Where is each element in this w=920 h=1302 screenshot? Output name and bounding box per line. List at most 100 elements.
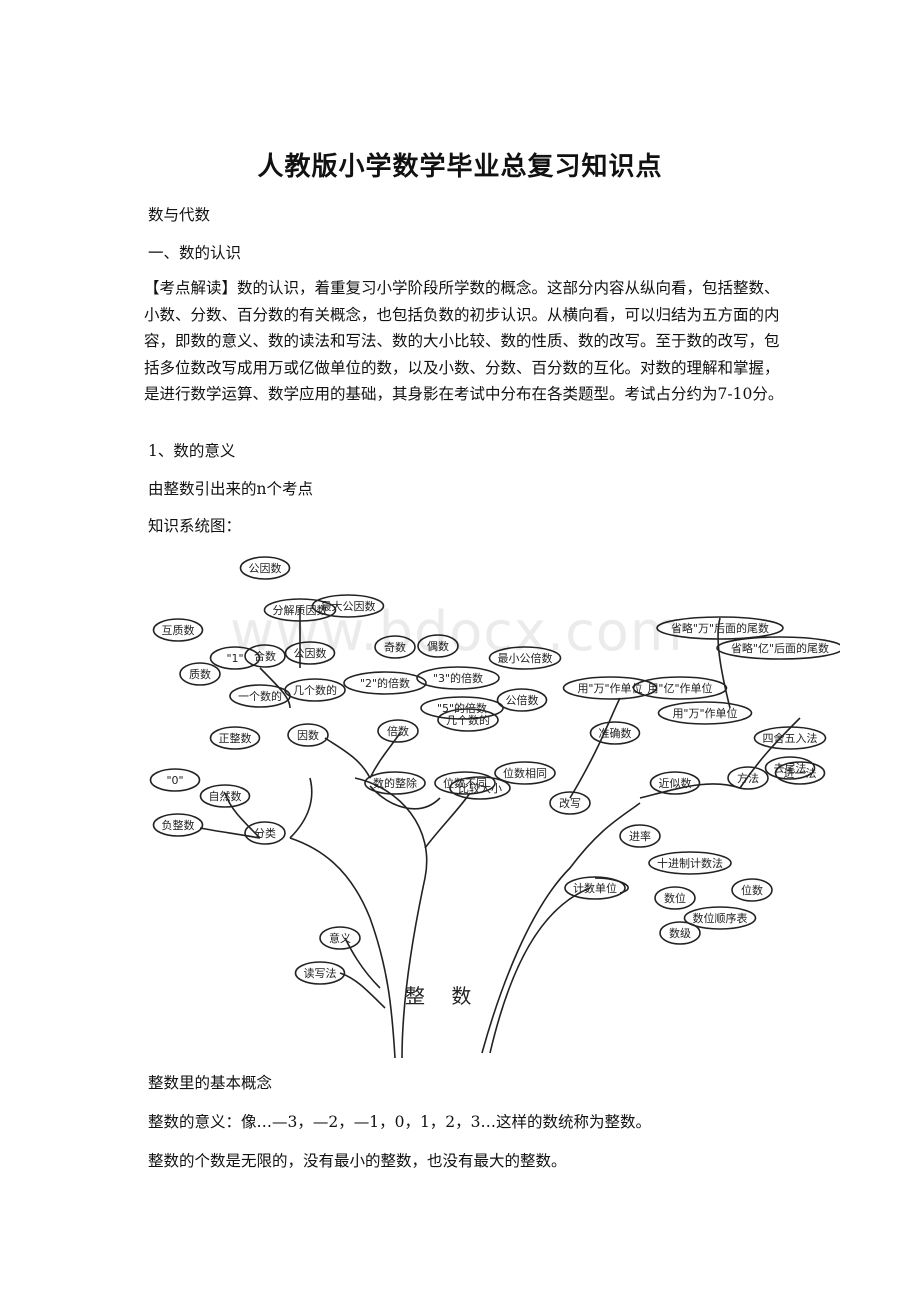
diagram-node-label: 自然数 bbox=[209, 789, 242, 803]
diagram-node-bubble bbox=[654, 886, 696, 910]
diagram-node-bubble bbox=[434, 771, 496, 795]
diagram-node: 进率 bbox=[619, 824, 661, 848]
diagram-node-label: 省略"亿"后面的尾数 bbox=[731, 641, 829, 655]
diagram-node-bubble bbox=[377, 719, 419, 743]
branch-rewrite bbox=[569, 697, 621, 799]
branch-rw bbox=[339, 972, 386, 1009]
diagram-nodes: 公因数分解质因数最大公因数互质数质数"1"合数一个数的公因数几个数的奇数偶数"2… bbox=[149, 556, 840, 985]
diagram-node: 用"万"作单位 bbox=[562, 676, 658, 700]
diagram-node-bubble bbox=[244, 644, 286, 668]
diagram-node-bubble bbox=[420, 696, 504, 720]
trunk-right-low bbox=[489, 887, 591, 1054]
diagram-node-label: 最大公因数 bbox=[321, 599, 376, 613]
branch-approx-up bbox=[739, 717, 801, 789]
diagram-node-label: 几个数的 bbox=[446, 713, 490, 727]
diagram-node: 方法 bbox=[727, 766, 769, 790]
diagram-node-label: 最小公倍数 bbox=[498, 651, 553, 665]
diagram-node-bubble bbox=[437, 708, 499, 732]
diagram-node-bubble bbox=[263, 598, 337, 622]
diagram-node-bubble bbox=[716, 636, 840, 660]
diagram-node-bubble bbox=[659, 921, 701, 945]
item-heading-3: 知识系统图： bbox=[148, 517, 242, 535]
diagram-node-label: 奇数 bbox=[384, 641, 406, 654]
diagram-node-bubble bbox=[488, 646, 562, 670]
diagram-node: 用"亿"作单位 bbox=[632, 676, 728, 700]
diagram-node: 公因数 bbox=[284, 641, 336, 665]
diagram-node: 因数 bbox=[287, 723, 329, 747]
diagram-node-bubble bbox=[287, 723, 329, 747]
diagram-node: 负整数 bbox=[152, 813, 204, 837]
diagram-node: 用"万"作单位 bbox=[657, 701, 753, 725]
diagram-node-bubble bbox=[416, 666, 500, 690]
branch-factor bbox=[324, 737, 371, 779]
diagram-node-label: 省略"万"后面的尾数 bbox=[671, 621, 769, 635]
diagram-node: 质数 bbox=[179, 662, 221, 686]
diagram-node: 倍数 bbox=[377, 719, 419, 743]
diagram-node-bubble bbox=[284, 678, 346, 702]
diagram-node-bubble bbox=[764, 756, 816, 780]
diagram-node: 准确数 bbox=[589, 721, 641, 745]
diagram-node-bubble bbox=[731, 878, 773, 902]
diagram-node-label: 进率 bbox=[629, 829, 651, 843]
diagram-node: 进一法 bbox=[774, 761, 826, 785]
diagram-node-label: 改写 bbox=[559, 796, 581, 810]
section-heading: 数与代数 bbox=[148, 206, 211, 224]
branch-class bbox=[289, 777, 313, 839]
diagram-node-bubble bbox=[179, 662, 221, 686]
trunk-inner-branch bbox=[354, 777, 428, 1059]
trunk-left-branch bbox=[289, 837, 396, 1059]
diagram-node-label: "2"的倍数 bbox=[360, 676, 410, 690]
diagram-node: 改写 bbox=[549, 791, 591, 815]
diagram-node: 读写法 bbox=[294, 961, 346, 985]
diagram-node-bubble bbox=[648, 851, 732, 875]
diagram-node-label: 四舍五入法 bbox=[763, 731, 818, 745]
diagram-node-label: 比较大小 bbox=[458, 781, 502, 795]
diagram-node: 合数 bbox=[244, 644, 286, 668]
diagram-node-label: 方法 bbox=[737, 771, 759, 785]
diagram-node-bubble bbox=[343, 671, 427, 695]
diagram-node-bubble bbox=[562, 676, 658, 700]
diagram-node-label: 位数 bbox=[741, 883, 763, 897]
diagram-node-bubble bbox=[753, 726, 827, 750]
diagram-node-bubble bbox=[311, 594, 385, 618]
diagram-node-bubble bbox=[417, 634, 459, 658]
diagram-node-bubble bbox=[364, 771, 426, 795]
diagram-node-label: "3"的倍数 bbox=[433, 671, 483, 685]
diagram-node: 奇数 bbox=[374, 635, 416, 659]
diagram-node: "2"的倍数 bbox=[343, 671, 427, 695]
diagram-node-bubble bbox=[494, 761, 556, 785]
diagram-node-label: 偶数 bbox=[427, 640, 449, 653]
diagram-node-bubble bbox=[152, 618, 204, 642]
diagram-node-bubble bbox=[294, 961, 346, 985]
diagram-node: 公倍数 bbox=[496, 688, 548, 712]
diagram-node: 位数 bbox=[731, 878, 773, 902]
basic-concepts-heading: 整数里的基本概念 bbox=[148, 1074, 273, 1092]
diagram-node-bubble bbox=[727, 766, 769, 790]
diagram-node-bubble bbox=[657, 701, 753, 725]
diagram-node-label: 用"亿"作单位 bbox=[647, 681, 712, 695]
diagram-node: 一个数的 bbox=[229, 684, 291, 708]
diagram-node: 近似数 bbox=[649, 771, 701, 795]
diagram-node-label: "1" bbox=[226, 652, 243, 665]
diagram-node: "1" bbox=[209, 646, 261, 670]
diagram-node: "0" bbox=[149, 768, 201, 792]
diagram-node-label: 合数 bbox=[254, 649, 276, 663]
diagram-node-bubble bbox=[449, 776, 511, 800]
diagram-node: 公因数 bbox=[239, 556, 291, 580]
diagram-node: 数位顺序表 bbox=[683, 906, 757, 930]
diagram-node-bubble bbox=[589, 721, 641, 745]
diagram-node-label: 计数单位 bbox=[573, 881, 617, 895]
trunk-label: 整 数 bbox=[405, 984, 481, 1008]
diagram-node-label: 互质数 bbox=[162, 624, 195, 637]
diagram-node-bubble bbox=[209, 646, 261, 670]
diagram-node: 最小公倍数 bbox=[488, 646, 562, 670]
diagram-node-bubble bbox=[374, 635, 416, 659]
diagram-node-label: 一个数的 bbox=[238, 689, 282, 703]
diagram-node-bubble bbox=[319, 926, 361, 950]
diagram-node-label: 倍数 bbox=[387, 724, 409, 738]
branch-multiple bbox=[369, 732, 401, 779]
diagram-node-label: 十进制计数法 bbox=[657, 856, 723, 870]
diagram-node-label: 质数 bbox=[189, 668, 211, 681]
diagram-node: "3"的倍数 bbox=[416, 666, 500, 690]
diagram-node-label: 正整数 bbox=[219, 731, 252, 745]
